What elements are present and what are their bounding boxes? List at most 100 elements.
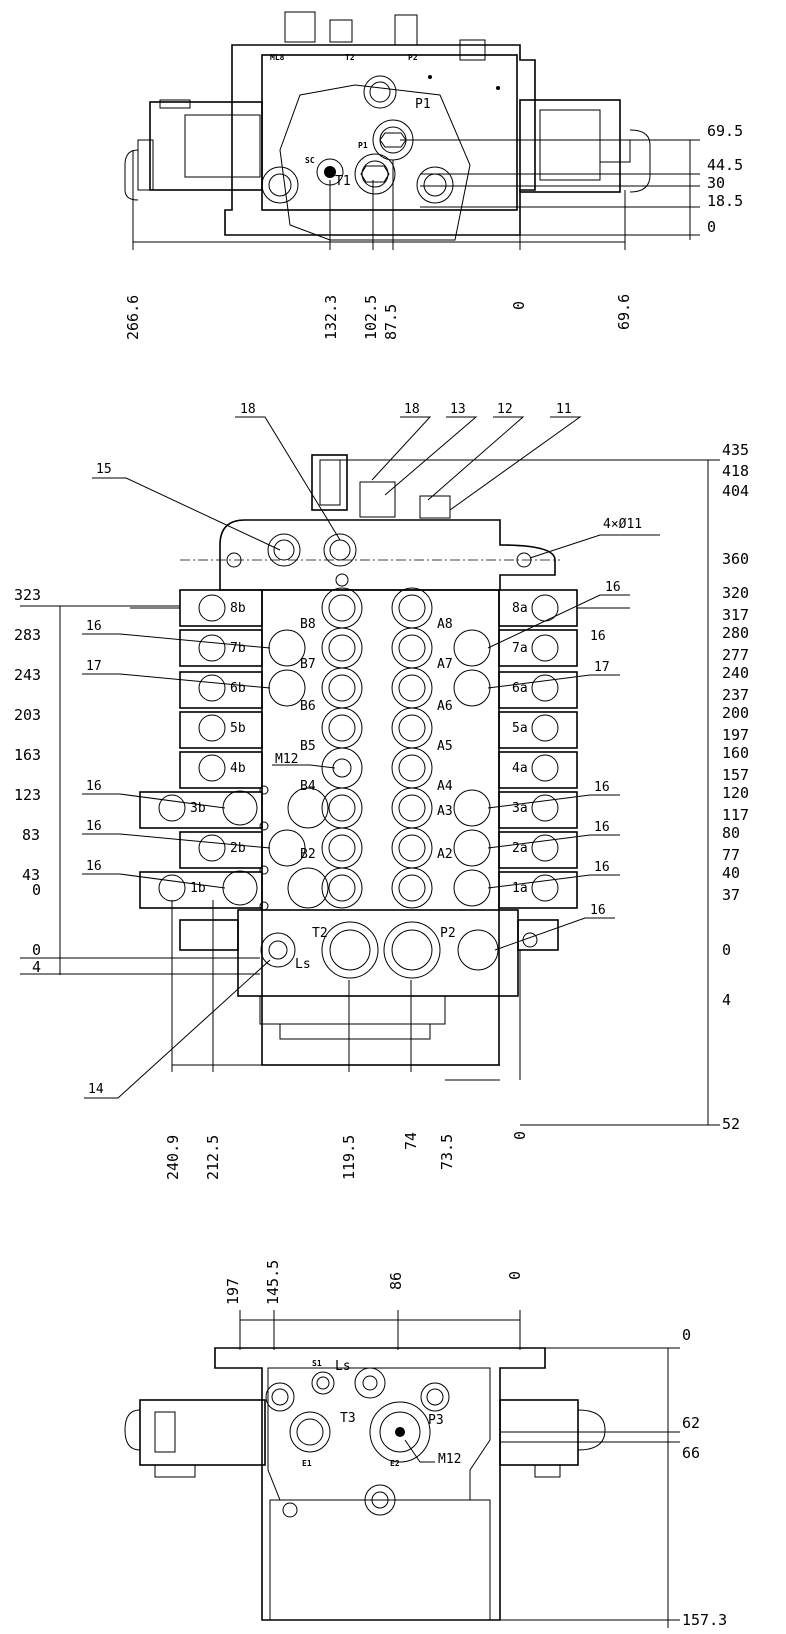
port-label-a7: A7 (437, 657, 453, 672)
top-right-dim-30: 30 (707, 174, 725, 192)
front-right-dim-435: 435 (722, 441, 749, 459)
front-bottom-dim-0: 0 (511, 1131, 529, 1140)
port-label-8b: 8b (230, 601, 246, 616)
front-right-dim-40: 40 (722, 864, 740, 882)
top-port-label-p1: P1 (415, 97, 431, 112)
bottom-top-dim-197: 197 (224, 1278, 242, 1305)
left-callout-16-b: 16 (86, 779, 102, 794)
front-bottom-dim-212-5: 212.5 (204, 1135, 222, 1180)
front-right-dim-404: 404 (722, 482, 749, 500)
port-rows (222, 533, 491, 911)
callout-14: 14 (88, 1082, 104, 1097)
top-port-label-p1-small: P1 (358, 141, 368, 150)
front-right-dim-418: 418 (722, 462, 749, 480)
front-right-dim-197: 197 (722, 726, 749, 744)
callout-12: 12 (497, 402, 513, 417)
front-right-dim-237: 237 (722, 686, 749, 704)
port-label-5b: 5b (230, 721, 246, 736)
top-right-dim-18-5: 18.5 (707, 192, 743, 210)
bottom-top-dim-145-5: 145.5 (264, 1260, 282, 1305)
port-label-a8: A8 (437, 617, 453, 632)
front-bottom-dim-74: 74 (402, 1132, 420, 1150)
front-left-dim-283: 283 (14, 626, 41, 644)
top-right-dim-0: 0 (707, 218, 716, 236)
left-slices (130, 589, 263, 909)
port-label-a2: A2 (437, 847, 453, 862)
top-bottom-dim-69-6: 69.6 (615, 294, 633, 330)
port-label-b2: B2 (300, 847, 316, 862)
front-view: 18 18 13 12 11 15 4×Ø11 435 418 404 360 … (14, 402, 749, 1180)
front-right-dim-317: 317 (722, 606, 749, 624)
port-label-t2: T2 (312, 926, 328, 941)
bottom-right-dim-0: 0 (682, 1326, 691, 1344)
front-left-dim-0-b: 0 (32, 941, 41, 959)
right-callout-17: 17 (594, 660, 610, 675)
top-view: ML8 T2 P2 P1 P1 T1 SC 69.5 44.5 30 18.5 … (124, 11, 743, 340)
front-right-dim-240: 240 (722, 664, 749, 682)
port-label-b8: B8 (300, 617, 316, 632)
port-label-2a: 2a (512, 841, 528, 856)
front-right-dim-52: 52 (722, 1115, 740, 1133)
right-callout-16-d: 16 (594, 860, 610, 875)
right-callout-16-e: 16 (590, 903, 606, 918)
bottom-port-label-t3: T3 (340, 1411, 356, 1426)
port-label-3b: 3b (190, 801, 206, 816)
front-left-dim-4: 4 (32, 958, 41, 976)
front-right-dim-120: 120 (722, 784, 749, 802)
hole-note: 4×Ø11 (603, 517, 642, 532)
left-callout-16-d: 16 (86, 859, 102, 874)
left-callout-17: 17 (86, 659, 102, 674)
port-label-1b: 1b (190, 881, 206, 896)
bottom-port-label-ls: Ls (335, 1359, 351, 1374)
port-label-b7: B7 (300, 657, 316, 672)
bottom-port-label-s1: S1 (312, 1359, 322, 1368)
callout-11: 11 (556, 402, 572, 417)
top-port-label-t2: T2 (345, 53, 355, 62)
port-label-2b: 2b (230, 841, 246, 856)
front-bottom-dim-240-9: 240.9 (164, 1135, 182, 1180)
front-left-dim-243: 243 (14, 666, 41, 684)
top-bottom-dim-266-6: 266.6 (124, 295, 142, 340)
front-right-dim-360: 360 (722, 550, 749, 568)
top-bottom-dim-102-5: 102.5 (362, 295, 380, 340)
port-label-b4: B4 (300, 779, 316, 794)
front-right-dim-117: 117 (722, 806, 749, 824)
front-right-dim-77: 77 (722, 846, 740, 864)
right-callout-16-a: 16 (605, 580, 621, 595)
front-bottom-dim-73-5: 73.5 (438, 1134, 456, 1170)
port-label-m12: M12 (275, 752, 298, 767)
bottom-top-dim-0: 0 (506, 1271, 524, 1280)
right-callout-16-f: 16 (590, 629, 606, 644)
front-right-dim-0: 0 (722, 941, 731, 959)
port-label-4b: 4b (230, 761, 246, 776)
front-right-dim-280: 280 (722, 624, 749, 642)
top-bottom-dim-132-3: 132.3 (322, 295, 340, 340)
port-label-6b: 6b (230, 681, 246, 696)
port-label-a5: A5 (437, 739, 453, 754)
top-right-dim-44-5: 44.5 (707, 156, 743, 174)
port-label-ls: Ls (295, 957, 311, 972)
top-right-dim-69-5: 69.5 (707, 122, 743, 140)
front-right-dim-4: 4 (722, 991, 731, 1009)
front-right-dim-200: 200 (722, 704, 749, 722)
front-bottom-dim-119-5: 119.5 (340, 1135, 358, 1180)
bottom-port-label-e1: E1 (302, 1459, 312, 1468)
front-right-dim-80: 80 (722, 824, 740, 842)
port-label-5a: 5a (512, 721, 528, 736)
bottom-right-dim-62: 62 (682, 1414, 700, 1432)
left-callout-16-c: 16 (86, 819, 102, 834)
port-label-a3: A3 (437, 804, 453, 819)
top-port-label-t1: T1 (335, 174, 351, 189)
front-left-dim-83: 83 (22, 826, 40, 844)
front-left-dim-123: 123 (14, 786, 41, 804)
side-ports (158, 594, 559, 902)
port-label-7b: 7b (230, 641, 246, 656)
front-left-dim-163: 163 (14, 746, 41, 764)
front-right-dim-157: 157 (722, 766, 749, 784)
port-label-1a: 1a (512, 881, 528, 896)
callout-13: 13 (450, 402, 466, 417)
callout-18-left: 18 (240, 402, 256, 417)
bottom-view: 197 145.5 86 0 S1 Ls T3 P3 M12 E1 (124, 1260, 727, 1629)
port-label-p2: P2 (440, 926, 456, 941)
bottom-port-label-p3: P3 (428, 1413, 444, 1428)
